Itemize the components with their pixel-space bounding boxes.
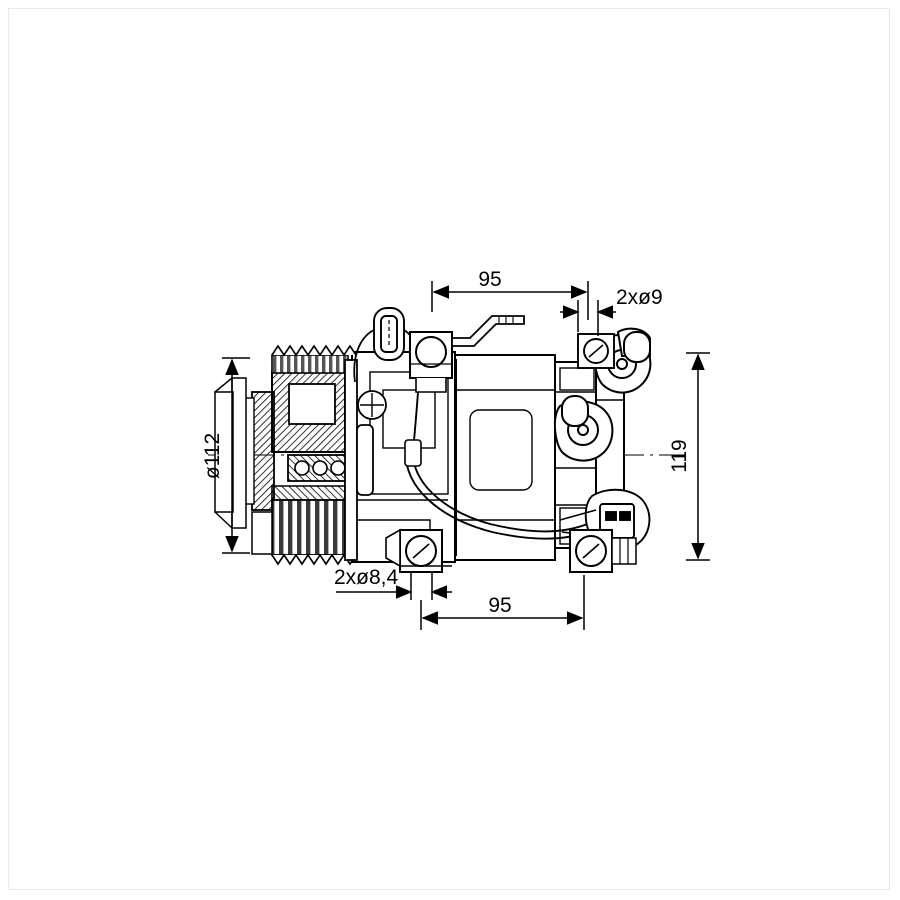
magnetic-clutch — [244, 344, 357, 511]
front-flange — [344, 359, 374, 561]
dimension-top-hole — [560, 300, 616, 336]
top-bracket-arm — [451, 315, 525, 347]
mounting-boss-bottom-left — [385, 528, 452, 573]
dimension-left-diameter-label: ø112 — [201, 433, 224, 479]
dimension-top-length-label: 95 — [478, 268, 501, 291]
dimension-bottom-hole-label: 2xø8,4 — [334, 566, 399, 589]
refrigerant-port-upper — [594, 327, 652, 394]
dimension-bottom-length-label: 95 — [488, 594, 511, 617]
mounting-boss-bottom-right — [569, 529, 637, 573]
port-bracket-boss — [577, 333, 615, 369]
dimension-left-diameter — [222, 357, 250, 554]
dimension-right-height — [686, 352, 710, 561]
refrigerant-port-lower — [554, 395, 614, 462]
dimension-top-length — [431, 281, 589, 320]
dimension-top-hole-label: 2xø9 — [616, 286, 663, 309]
dimension-right-height-label: 119 — [668, 439, 691, 472]
dimension-bottom-hole — [336, 572, 452, 600]
side-boss-cross — [357, 390, 387, 420]
drawing-frame — [8, 8, 890, 890]
electrical-connector — [353, 307, 422, 393]
mounting-boss-top — [409, 331, 453, 393]
dimension-bottom-length — [420, 575, 585, 630]
